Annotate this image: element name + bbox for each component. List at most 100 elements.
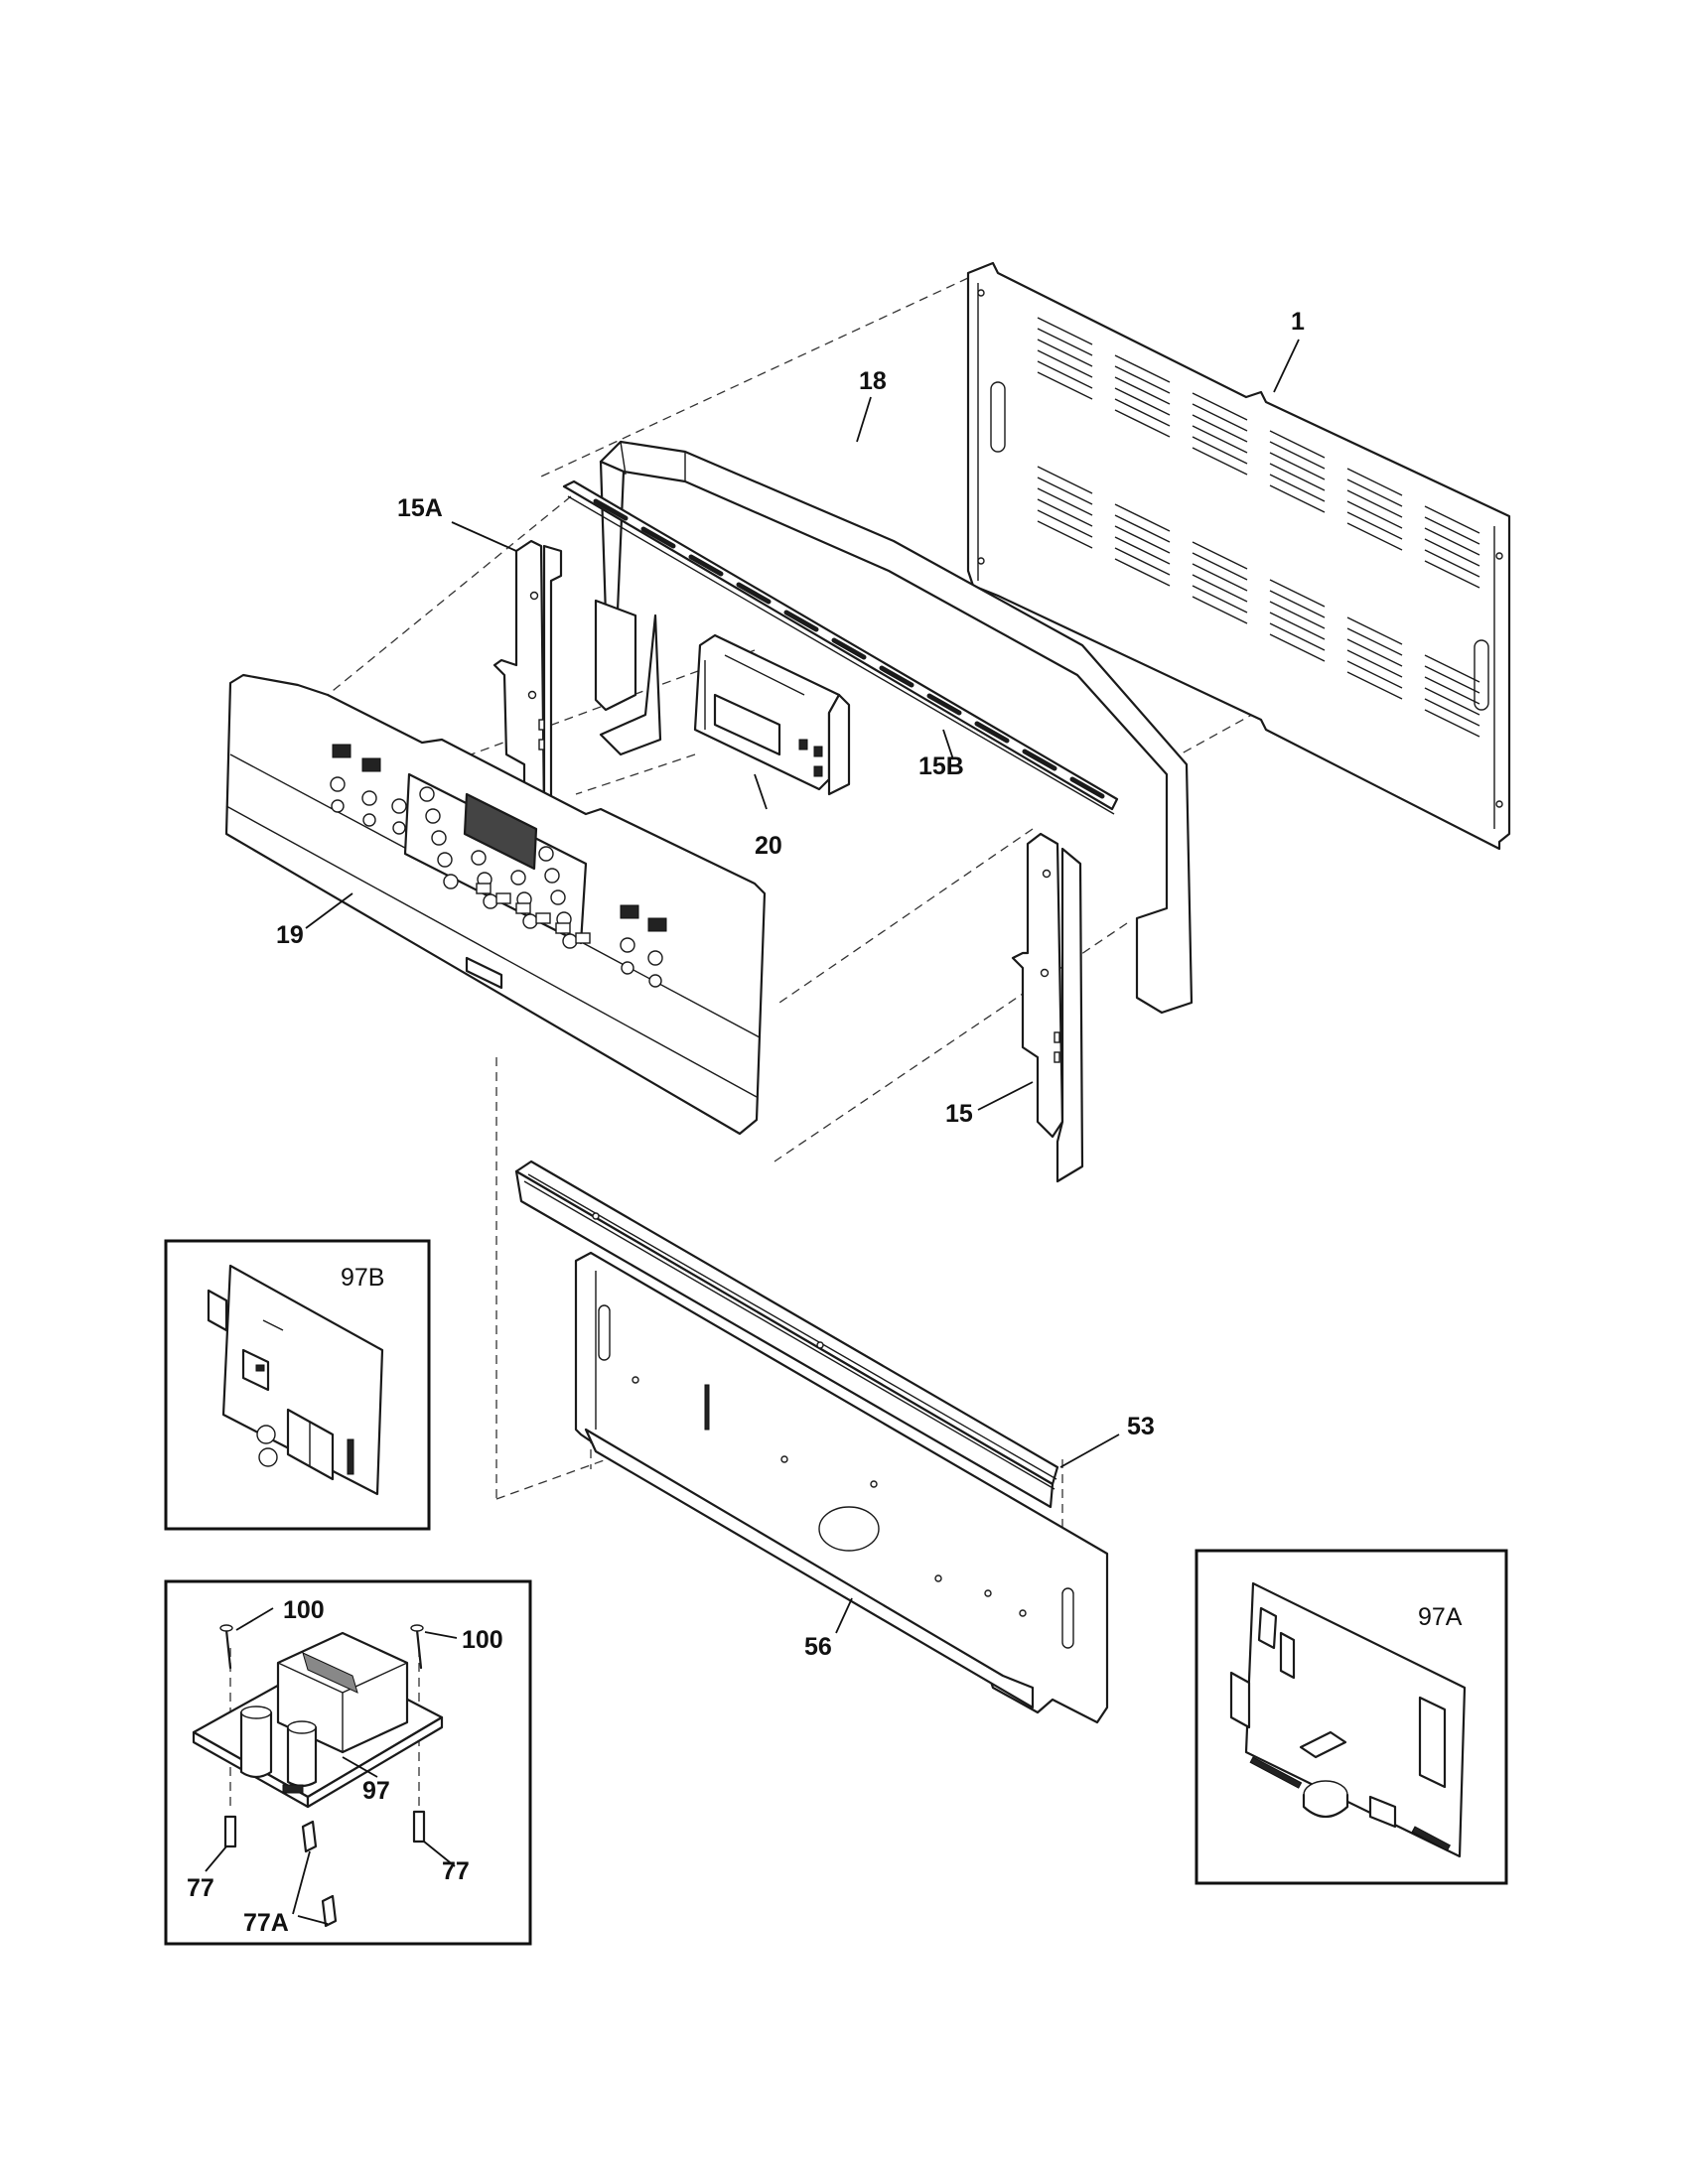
- vent-louver: [1114, 376, 1171, 405]
- vent-louver: [1424, 698, 1480, 727]
- vent-louver: [1424, 676, 1480, 705]
- vent-louver: [1037, 328, 1093, 356]
- keypad-button: [550, 889, 566, 905]
- keypad-key: [476, 883, 492, 894]
- vent-louver: [1114, 409, 1171, 438]
- vent-louver: [1269, 484, 1326, 513]
- vent-louver: [1346, 468, 1403, 496]
- keypad-button: [471, 850, 487, 866]
- rail-slot: [1069, 776, 1105, 799]
- keypad-button: [562, 933, 578, 949]
- rail-slot: [783, 610, 819, 632]
- callout-100-right: 100: [462, 1626, 503, 1654]
- keypad-button: [443, 874, 459, 889]
- vent-louver: [1192, 414, 1248, 443]
- vent-louver: [1346, 627, 1403, 656]
- rail-slot: [688, 554, 724, 577]
- callout-77-right: 77: [442, 1857, 470, 1885]
- top-rail-part-53: [514, 1160, 1120, 1509]
- vent-louver: [1269, 452, 1326, 480]
- callout-77A: 77A: [243, 1909, 289, 1937]
- keypad-key: [555, 922, 571, 934]
- rail-slot: [736, 582, 772, 605]
- vent-louver: [1192, 392, 1248, 421]
- vent-louver: [1192, 552, 1248, 581]
- vent-louver: [1424, 505, 1480, 534]
- vent-louver: [1346, 638, 1403, 667]
- vent-louver: [1114, 525, 1171, 554]
- keypad-button: [437, 852, 453, 868]
- vent-louver: [1037, 498, 1093, 527]
- right-knobs: [620, 904, 667, 988]
- vent-louver: [1269, 622, 1326, 651]
- keypad-button: [544, 868, 560, 884]
- vent-louver: [1037, 317, 1093, 345]
- keypad-button: [483, 893, 498, 909]
- vent-louver: [1346, 660, 1403, 689]
- vent-louver: [1192, 585, 1248, 614]
- vent-louver: [1424, 560, 1480, 589]
- keypad-button: [522, 913, 538, 929]
- vent-louver: [1346, 500, 1403, 529]
- vent-louver: [1346, 489, 1403, 518]
- vent-louver: [1269, 601, 1326, 629]
- callout-56: 56: [804, 1633, 832, 1661]
- control-board-part-20: [693, 633, 851, 810]
- vent-louver: [1192, 596, 1248, 624]
- vent-louver: [1037, 520, 1093, 549]
- vent-louver: [1346, 511, 1403, 540]
- vent-louver: [1192, 541, 1248, 570]
- slotted-rail-part-15B: [562, 479, 1119, 815]
- callout-20: 20: [755, 832, 782, 860]
- vent-louver: [1346, 671, 1403, 700]
- vent-louver: [1269, 579, 1326, 608]
- rail-slot: [640, 526, 676, 549]
- vent-louver: [1269, 430, 1326, 459]
- vent-louver: [1114, 503, 1171, 532]
- vent-louver: [1114, 365, 1171, 394]
- left-bracket-part-15A: [451, 521, 563, 836]
- vent-louver: [1037, 371, 1093, 400]
- vent-louver: [1192, 563, 1248, 592]
- callout-97: 97: [362, 1777, 390, 1805]
- rail-slot: [974, 721, 1010, 744]
- vent-louver: [1114, 558, 1171, 587]
- vent-louver: [1037, 339, 1093, 367]
- bottom-bracket-part-56: [574, 1251, 1109, 1724]
- callout-77-left: 77: [187, 1874, 214, 1902]
- keypad-button: [419, 786, 435, 802]
- vent-louver: [1346, 649, 1403, 678]
- rail-slot: [879, 665, 914, 688]
- vent-louver: [1037, 509, 1093, 538]
- callout-labels: 1 18 15A 15B 20 19 15 53 56 97B 97A 97 1…: [187, 308, 1463, 1937]
- panel-keypad: [419, 786, 591, 949]
- rail-slot: [831, 637, 867, 660]
- vent-louver: [1424, 538, 1480, 567]
- vent-louver: [1114, 354, 1171, 383]
- keypad-button: [431, 830, 447, 846]
- keypad-button: [510, 870, 526, 886]
- vent-louver: [1424, 687, 1480, 716]
- rear-panel-vents: [1037, 317, 1480, 738]
- callout-97A: 97A: [1418, 1603, 1463, 1631]
- control-panel-part-19: [224, 673, 767, 1136]
- inset-board-97A: [1195, 1549, 1508, 1885]
- rail-slots: [593, 498, 1105, 799]
- vent-louver: [1192, 425, 1248, 454]
- vent-louver: [1192, 447, 1248, 476]
- vent-louver: [1192, 403, 1248, 432]
- rail-slot: [926, 693, 962, 716]
- callout-18: 18: [859, 367, 887, 395]
- callout-19: 19: [276, 921, 304, 949]
- rail-slot: [1022, 749, 1057, 771]
- vent-louver: [1269, 633, 1326, 662]
- vent-louver: [1346, 522, 1403, 551]
- vent-louver: [1424, 527, 1480, 556]
- vent-louver: [1114, 547, 1171, 576]
- keypad-key: [495, 892, 511, 904]
- vent-louver: [1037, 477, 1093, 505]
- callout-15B: 15B: [918, 752, 964, 780]
- keypad-key: [535, 912, 551, 924]
- vent-louver: [1269, 441, 1326, 470]
